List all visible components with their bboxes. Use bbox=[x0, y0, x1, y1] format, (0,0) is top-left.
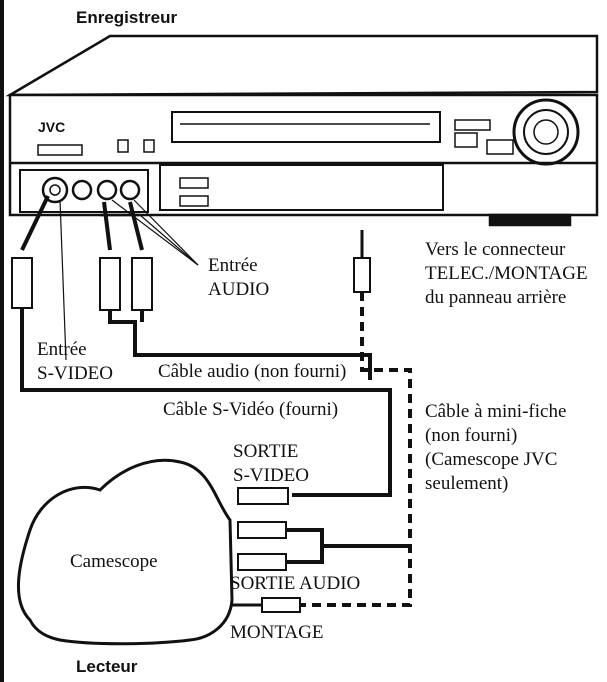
label-vers-1: Vers le connecteur bbox=[425, 239, 566, 260]
mini-plug-cable bbox=[300, 292, 412, 607]
pointer-lines bbox=[59, 199, 199, 361]
vcr-brand-logo: JVC bbox=[38, 119, 65, 135]
audio-cable bbox=[108, 310, 372, 380]
vcr-cassette-slot bbox=[171, 111, 441, 143]
vcr-top-face bbox=[5, 34, 599, 97]
vcr-audio-right-jack bbox=[119, 179, 141, 201]
label-cable-audio: Câble audio (non fourni) bbox=[158, 361, 347, 382]
vcr-recorder bbox=[5, 34, 599, 227]
label-cable-svideo: Câble S-Vidéo (fourni) bbox=[163, 399, 339, 420]
audio-plug-cam-1 bbox=[237, 521, 287, 539]
label-vers-2: TELEC./MONTAGE bbox=[425, 263, 588, 284]
audio-plug-right bbox=[131, 257, 153, 311]
svideo-plug-recorder bbox=[11, 257, 33, 309]
plugs bbox=[11, 230, 371, 613]
label-cable-mini-1: Câble à mini-fiche bbox=[425, 401, 567, 422]
vcr-svideo-jack bbox=[41, 176, 69, 204]
audio-plug-left bbox=[99, 257, 121, 311]
vcr-play-button bbox=[486, 139, 514, 155]
label-entree-audio-2: AUDIO bbox=[208, 279, 270, 300]
recorder-heading: Enregistreur bbox=[76, 8, 178, 27]
label-camescope: Camescope bbox=[70, 551, 158, 572]
vcr-front-panel bbox=[8, 93, 599, 217]
svideo-plug-camcorder bbox=[237, 487, 289, 505]
label-entree-audio-1: Entrée bbox=[208, 255, 258, 276]
label-entree-svideo-2: S-VIDEO bbox=[37, 363, 113, 384]
label-sortie-svideo-1: SORTIE bbox=[233, 441, 299, 462]
vcr-jog-dial bbox=[512, 98, 580, 166]
player-heading: Lecteur bbox=[76, 657, 138, 676]
label-sortie-svideo-2: S-VIDEO bbox=[233, 465, 309, 486]
mini-plug-recorder bbox=[353, 257, 371, 293]
svideo-cable bbox=[20, 308, 392, 497]
audio-plug-cam-2 bbox=[237, 553, 287, 571]
mini-plug-camcorder bbox=[261, 597, 301, 613]
vcr-front-door bbox=[159, 164, 444, 211]
vcr-foot bbox=[488, 213, 572, 227]
vcr-audio-left-jack bbox=[96, 179, 118, 201]
vcr-video-jack bbox=[71, 179, 93, 201]
camcorder-body bbox=[17, 458, 234, 646]
label-vers-3: du panneau arrière bbox=[425, 287, 567, 308]
page-border bbox=[0, 0, 4, 682]
label-cable-mini-4: seulement) bbox=[425, 473, 509, 494]
label-cable-mini-3: (Camescope JVC bbox=[425, 449, 558, 470]
vcr-power-button bbox=[37, 144, 83, 156]
label-entree-svideo-1: Entrée bbox=[37, 339, 87, 360]
label-sortie-audio: SORTIE AUDIO bbox=[230, 573, 361, 594]
label-montage: MONTAGE bbox=[230, 622, 324, 643]
vcr-eject-button bbox=[454, 132, 478, 148]
label-cable-mini-2: (non fourni) bbox=[425, 425, 518, 446]
